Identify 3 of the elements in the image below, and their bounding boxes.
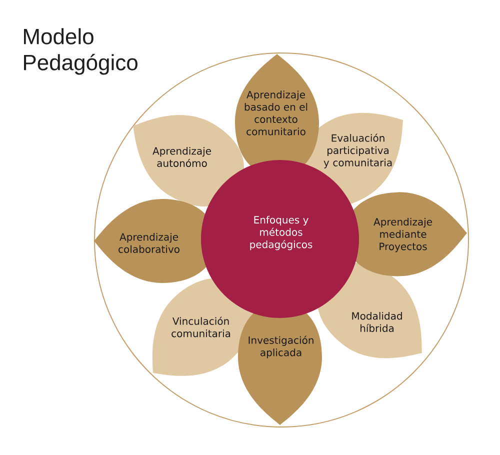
title: Modelo Pedagógico [24, 28, 138, 75]
petal: Investigación aplicada [238, 303, 322, 425]
petal: Aprendizaje autonómo [133, 115, 244, 206]
